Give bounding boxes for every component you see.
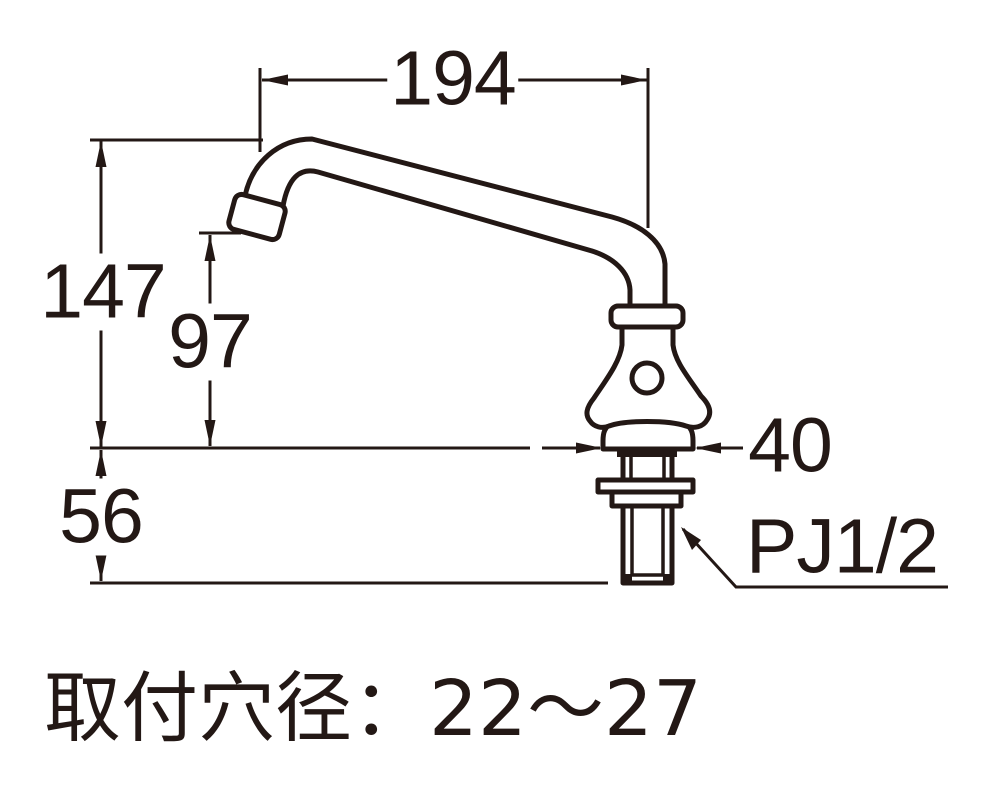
upper-shank-thread [629, 457, 666, 480]
mounting-hole-note: 取付穴径：22～27 [44, 665, 702, 754]
arrow-40-left [576, 442, 602, 454]
arrow-pj12-leader [681, 527, 701, 550]
arrow-56-top [95, 450, 107, 476]
dim-label-spout-reach: 194 [387, 40, 519, 118]
dim-label-base-width: 40 [745, 407, 835, 485]
dim-label-spout-height: 97 [165, 303, 255, 381]
arrow-194-left [262, 74, 288, 86]
shank-details [617, 449, 677, 583]
dim-label-shank-length: 56 [56, 478, 146, 556]
handle-hole [629, 360, 665, 396]
gasket-bar [617, 449, 677, 457]
upper-shank-outer [620, 457, 675, 480]
arrow-147-top [95, 141, 107, 167]
arrow-56-bottom [95, 555, 107, 581]
shank-end-left [623, 574, 632, 583]
leader-line-pj12 [681, 527, 948, 589]
arrow-147-bottom [95, 421, 107, 447]
arrow-97-top [204, 235, 216, 261]
faucet-outline [226, 136, 713, 586]
arrow-97-bottom [204, 420, 216, 446]
spout-aerator [226, 191, 288, 243]
shank-end-right [663, 574, 672, 583]
arrow-194-right [621, 74, 647, 86]
dim-label-thread-size: PJ1/2 [743, 508, 941, 586]
spout-joint-cap [608, 303, 686, 330]
arrow-40-right [695, 442, 721, 454]
dim-label-overall-height: 147 [37, 253, 169, 331]
spout-tube [242, 136, 668, 309]
dimension-arrowheads [95, 74, 721, 581]
lower-shank-thread [630, 506, 665, 577]
